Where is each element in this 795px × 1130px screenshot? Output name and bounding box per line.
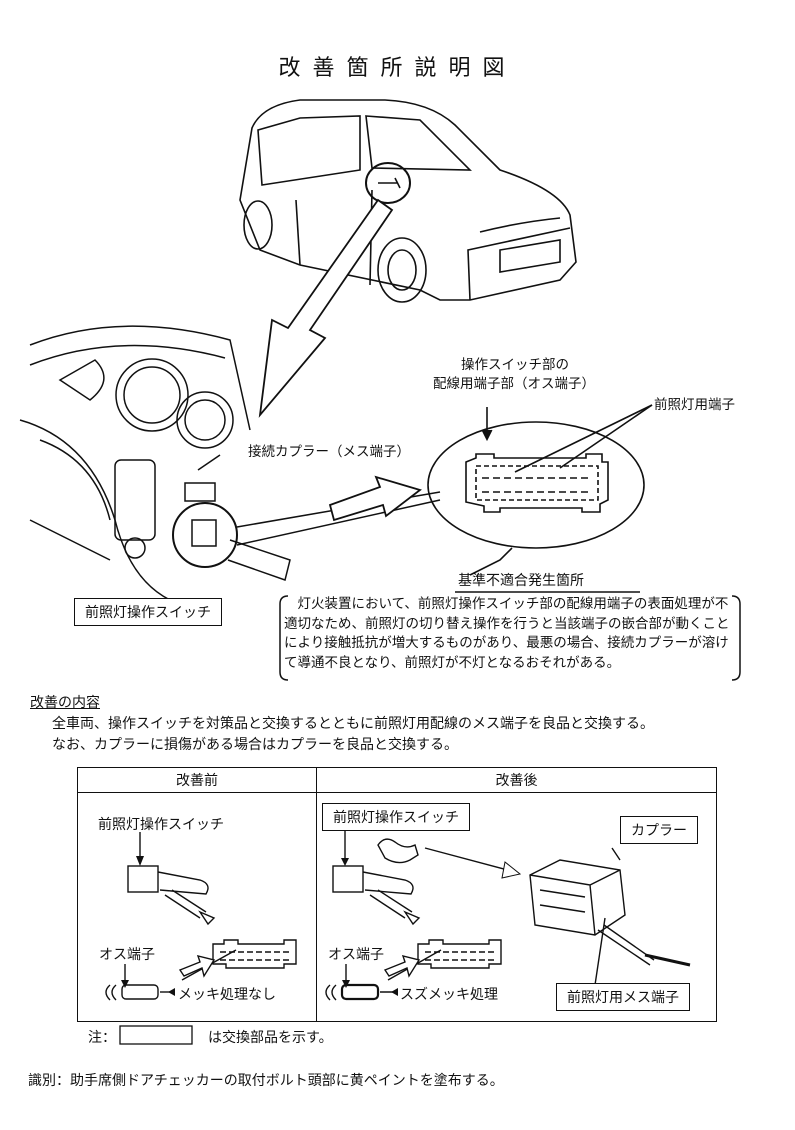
switch-terminal-label-1: 操作スイッチ部の	[461, 357, 569, 373]
defect-location-label: 基準不適合発生箇所	[458, 573, 584, 589]
after-male-label: オス端子	[328, 947, 384, 963]
improvement-line-2: なお、カプラーに損傷がある場合はカプラーを良品と交換する。	[52, 737, 458, 753]
vehicle-illustration	[19, 99, 741, 681]
coupler-female-label: 接続カプラー（メス端子）	[248, 444, 410, 460]
before-switch-label: 前照灯操作スイッチ	[98, 817, 224, 833]
after-plating-label: スズメッキ処理	[400, 987, 498, 1003]
improvement-heading: 改善の内容	[30, 695, 100, 711]
defect-description: 灯火装置において、前照灯操作スイッチ部の配線用端子の表面処理が不適切なため、前照…	[284, 595, 734, 673]
defect-description-text: 灯火装置において、前照灯操作スイッチ部の配線用端子の表面処理が不適切なため、前照…	[284, 596, 730, 671]
note-suffix: は交換部品を示す。	[208, 1030, 333, 1046]
headlamp-switch-label: 前照灯操作スイッチ	[74, 598, 222, 626]
switch-terminal-label-2: 配線用端子部（オス端子）	[433, 376, 595, 392]
identification: 識別：助手席側ドアチェッカーの取付ボルト頭部に黄ペイントを塗布する。	[28, 1073, 504, 1089]
before-male-label: オス端子	[99, 947, 155, 963]
after-female-label: 前照灯用メス端子	[556, 983, 690, 1011]
page-title: 改善箇所説明図	[278, 56, 517, 81]
note-prefix: 注：	[88, 1030, 116, 1046]
improvement-line-1: 全車両、操作スイッチを対策品と交換するとともに前照灯用配線のメス端子を良品と交換…	[52, 716, 654, 732]
headlamp-terminal-label: 前照灯用端子	[654, 397, 735, 413]
before-plating-label: メッキ処理なし	[178, 987, 276, 1003]
before-header: 改善前	[77, 767, 317, 793]
after-header: 改善後	[316, 767, 717, 793]
after-switch-label: 前照灯操作スイッチ	[322, 803, 470, 831]
after-coupler-label: カプラー	[620, 816, 698, 844]
